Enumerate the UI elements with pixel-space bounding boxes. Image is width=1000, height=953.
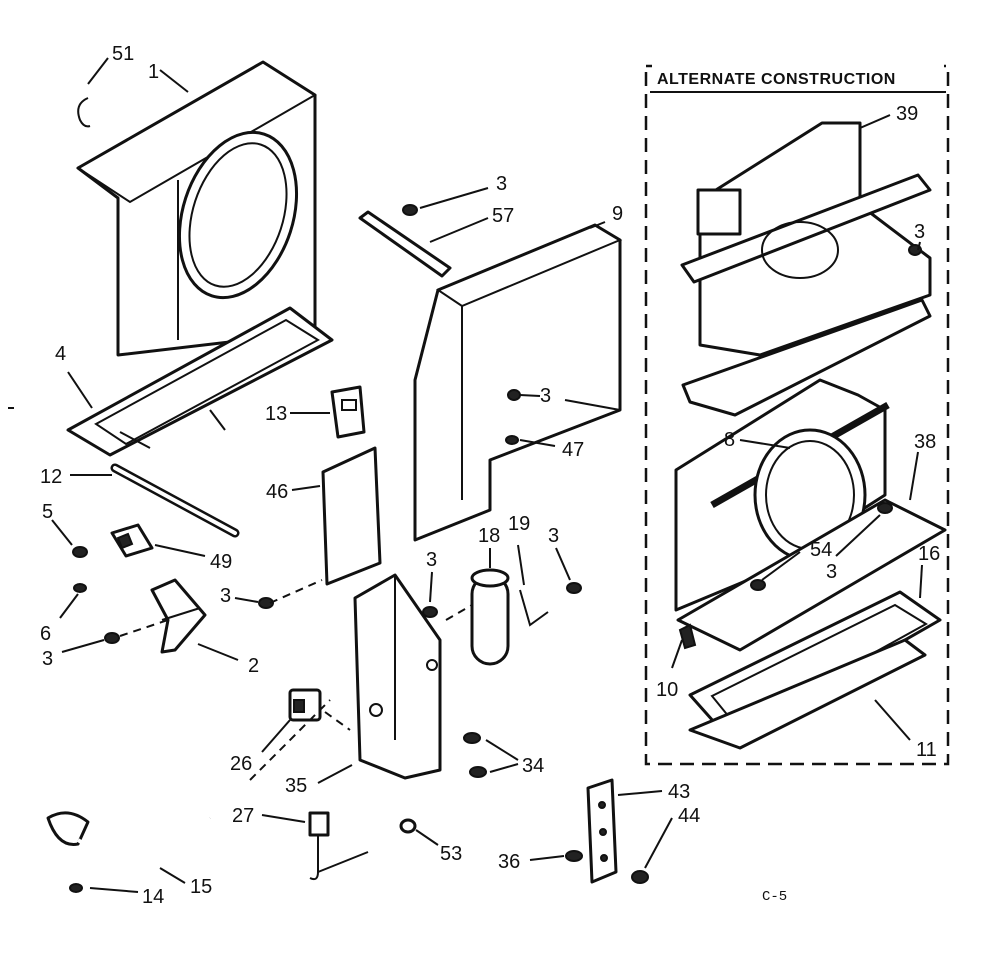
part-1-shroud (76, 60, 317, 357)
part-51-clip (77, 97, 91, 128)
part-9-housing (413, 223, 623, 542)
label-3h: 3 (826, 561, 837, 583)
label-6: 6 (40, 623, 51, 645)
part-4-base-pan (66, 306, 334, 457)
part-2-bracket (150, 578, 207, 654)
part-labels: 51 1 4 13 12 46 5 49 3 6 3 2 26 35 27 14… (40, 43, 940, 908)
label-43: 43 (668, 781, 690, 803)
label-10: 10 (656, 679, 678, 701)
label-5: 5 (42, 501, 53, 523)
label-3e: 3 (426, 549, 437, 571)
screw-group-left (72, 546, 274, 644)
label-16: 16 (918, 543, 940, 565)
part-27-relay (308, 811, 369, 881)
label-3f: 3 (548, 525, 559, 547)
alternate-title: ALTERNATE CONSTRUCTION (657, 71, 896, 88)
label-19: 19 (508, 513, 530, 535)
label-15: 15 (190, 876, 212, 898)
label-9: 9 (612, 203, 623, 225)
label-8: 8 (724, 429, 735, 451)
part-53-nut (399, 818, 417, 834)
label-18: 18 (478, 525, 500, 547)
part-8-shroud (674, 378, 947, 652)
label-39: 39 (896, 103, 918, 125)
label-38: 38 (914, 431, 936, 453)
part-39-housing (680, 121, 932, 417)
label-13: 13 (265, 403, 287, 425)
label-3d: 3 (540, 385, 551, 407)
label-3a: 3 (220, 585, 231, 607)
label-53: 53 (440, 843, 462, 865)
part-15-power-cord (46, 811, 212, 893)
part-35-control-box (353, 573, 442, 780)
part-57-bracket (358, 204, 452, 278)
label-1: 1 (148, 61, 159, 83)
label-49: 49 (210, 551, 232, 573)
label-47: 47 (562, 439, 584, 461)
label-34: 34 (522, 755, 544, 777)
label-51: 51 (112, 43, 134, 65)
label-14: 14 (142, 886, 164, 908)
label-54: 54 (810, 539, 832, 561)
label-36: 36 (498, 851, 520, 873)
label-35: 35 (285, 775, 307, 797)
label-4: 4 (55, 343, 66, 365)
part-18-capacitor (470, 568, 510, 666)
page-code: C-5 (762, 889, 787, 905)
leader-lines (51, 57, 673, 893)
part-46-panel (321, 446, 382, 586)
label-46: 46 (266, 481, 288, 503)
label-26: 26 (230, 753, 252, 775)
label-3g: 3 (914, 221, 925, 243)
part-49-bracket (110, 523, 154, 558)
part-13-plate (330, 385, 366, 439)
label-12: 12 (40, 466, 62, 488)
alt-leader-lines (671, 114, 923, 741)
label-3c: 3 (496, 173, 507, 195)
label-11: 11 (916, 739, 937, 761)
alternate-construction-box: ALTERNATE CONSTRUCTION (644, 62, 950, 766)
label-57: 57 (492, 205, 514, 227)
part-26-switch (288, 688, 322, 722)
part-43-plate (586, 778, 618, 884)
label-27: 27 (232, 805, 254, 827)
part-11-base-pan (678, 590, 942, 750)
part-19-strap (519, 589, 549, 627)
label-44: 44 (678, 805, 700, 827)
label-3b: 3 (42, 648, 53, 670)
label-2: 2 (248, 655, 259, 677)
